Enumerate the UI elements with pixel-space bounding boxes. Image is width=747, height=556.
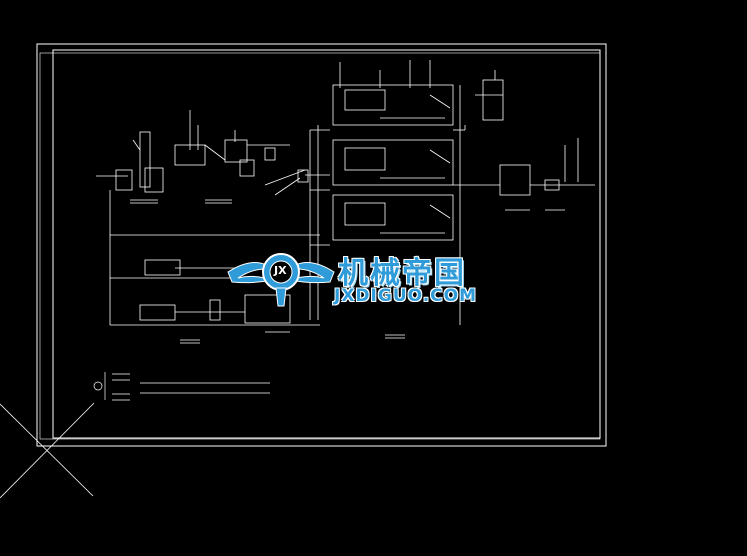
watermark-title-en: JXDIGUO.COM bbox=[334, 286, 478, 306]
crosshair-cursor bbox=[0, 402, 95, 499]
tank-stack bbox=[332, 60, 500, 339]
watermark-badge: JX bbox=[274, 264, 287, 277]
gear-wings-logo-icon bbox=[227, 253, 335, 307]
watermark-title-cn: 机械帝国 bbox=[338, 256, 466, 291]
left-equipment-group bbox=[96, 110, 290, 204]
lower-equipment bbox=[139, 259, 291, 344]
outer-frame bbox=[36, 43, 607, 447]
mid-pipework bbox=[109, 125, 330, 326]
legend-block bbox=[93, 372, 270, 401]
right-equipment-group bbox=[475, 70, 595, 211]
sheet-border bbox=[39, 52, 601, 440]
site-watermark: JX 机械帝国 JXDIGUO.COM bbox=[226, 244, 526, 310]
